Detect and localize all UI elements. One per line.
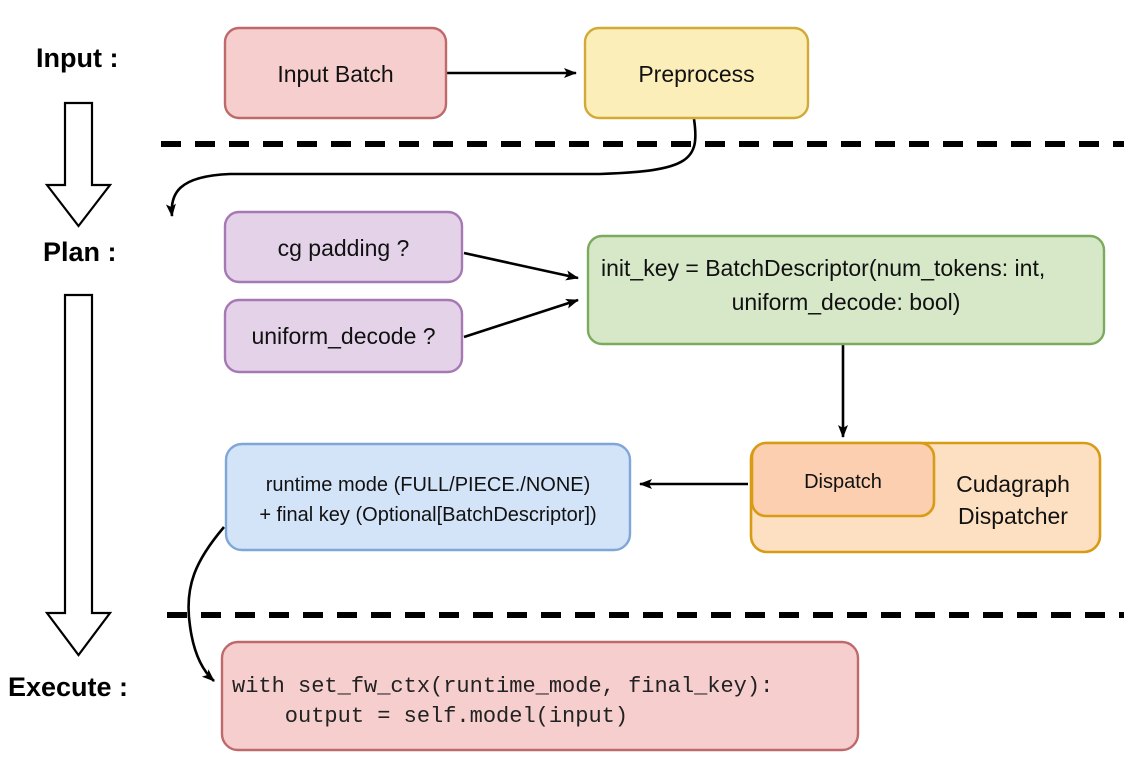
node-execute-code[interactable]: with set_fw_ctx(runtime_mode, final_key)… — [220, 640, 860, 752]
node-preprocess[interactable]: Preprocess — [583, 26, 810, 120]
connector-uniform-decode-to-init-key — [463, 298, 579, 339]
node-runtime-mode[interactable]: runtime mode (FULL/PIECE./NONE) + final … — [224, 442, 632, 552]
node-dispatch-shape — [750, 441, 936, 518]
node-cg-padding[interactable]: cg padding ? — [223, 210, 464, 284]
stage-label-plan: Plan : — [43, 237, 117, 267]
node-cg-padding-label: cg padding ? — [278, 235, 410, 261]
node-dispatch-label: Dispatch — [804, 471, 882, 493]
node-execute-code-line2: output = self.model(input) — [232, 704, 628, 729]
node-input-batch-label: Input Batch — [277, 61, 393, 87]
node-runtime-mode-label-line2: + final key (Optional[BatchDescriptor]) — [259, 504, 596, 526]
node-execute-code-shape — [220, 640, 860, 752]
node-uniform-decode-shape — [223, 298, 464, 374]
node-runtime-mode-shape — [224, 442, 632, 552]
node-init-key-shape — [586, 234, 1106, 346]
node-cudagraph-dispatcher-label-line1: Cudagraph — [956, 471, 1070, 497]
node-preprocess-shape — [583, 26, 810, 120]
node-uniform-decode-label: uniform_decode ? — [251, 323, 435, 349]
connector-runtime-mode-to-execute-code — [187, 526, 225, 682]
node-execute-code-line1: with set_fw_ctx(runtime_mode, final_key)… — [232, 674, 773, 699]
node-uniform-decode[interactable]: uniform_decode ? — [223, 298, 464, 374]
node-runtime-mode-label-line1: runtime mode (FULL/PIECE./NONE) — [266, 474, 591, 496]
node-init-key[interactable]: init_key = BatchDescriptor(num_tokens: i… — [586, 234, 1106, 346]
node-cudagraph-dispatcher-label-line2: Dispatcher — [958, 503, 1068, 529]
node-cg-padding-shape — [223, 210, 464, 284]
node-init-key-label-line2: uniform_decode: bool) — [732, 289, 961, 315]
node-preprocess-label: Preprocess — [638, 61, 754, 87]
stage-label-input: Input : — [36, 43, 118, 73]
stage-flow-arrow-input-to-plan — [44, 101, 113, 228]
node-input-batch[interactable]: Input Batch — [223, 26, 448, 120]
node-input-batch-shape — [223, 26, 448, 120]
connector-preprocess-to-cg-padding — [165, 118, 697, 217]
node-init-key-label-line1: init_key = BatchDescriptor(num_tokens: i… — [601, 255, 1045, 281]
stage-label-execute: Execute : — [8, 672, 128, 702]
connector-cg-padding-to-init-key — [463, 251, 579, 281]
node-dispatch[interactable]: Dispatch — [750, 441, 936, 518]
stage-flow-arrow-plan-to-execute — [44, 293, 113, 657]
